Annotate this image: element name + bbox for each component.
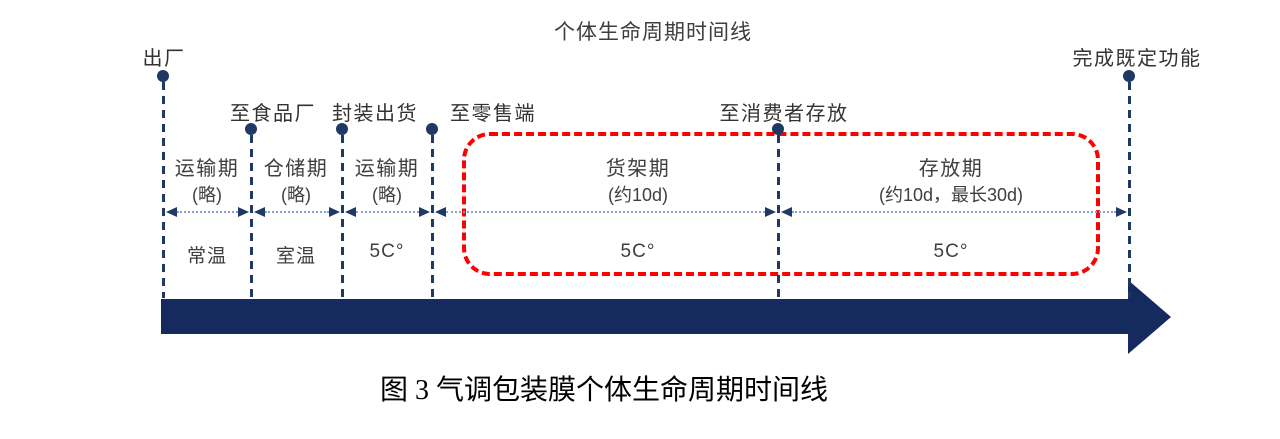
milestone-label: 完成既定功能 (1072, 48, 1202, 70)
dotted-line (446, 211, 765, 213)
milestone-line (340, 135, 344, 298)
milestone-line (249, 135, 253, 298)
milestone-line (776, 135, 780, 298)
duration-arrow (345, 206, 430, 218)
dotted-line (177, 211, 238, 213)
arrowhead-right-icon (419, 207, 430, 217)
phase-label: 运输期 (354, 158, 420, 180)
arrowhead-left-icon (781, 207, 792, 217)
phase-duration-note: (略) (372, 185, 402, 205)
arrowhead-right-icon (238, 207, 249, 217)
temperature-label: 5C° (933, 241, 969, 262)
arrowhead-left-icon (254, 207, 265, 217)
milestone-dot-icon (1123, 70, 1135, 82)
phase-label: 仓储期 (263, 158, 329, 180)
milestone-dot-icon (772, 123, 784, 135)
diagram-title: 个体生命周期时间线 (554, 21, 752, 44)
milestone-line (161, 82, 165, 298)
arrowhead-right-icon (329, 207, 340, 217)
dotted-line (265, 211, 329, 213)
milestone-line (1127, 82, 1131, 298)
timeline-arrow-body (161, 299, 1128, 334)
dotted-line (792, 211, 1116, 213)
arrowhead-right-icon (1116, 207, 1127, 217)
timeline-arrow-head-icon (1128, 280, 1171, 354)
phase-label: 运输期 (174, 158, 240, 180)
arrowhead-right-icon (765, 207, 776, 217)
duration-arrow (254, 206, 340, 218)
temperature-label: 5C° (369, 241, 405, 262)
milestone-dot-icon (336, 123, 348, 135)
arrowhead-left-icon (166, 207, 177, 217)
arrowhead-left-icon (345, 207, 356, 217)
figure-caption: 图 3 气调包装膜个体生命周期时间线 (379, 375, 829, 406)
duration-arrow (435, 206, 776, 218)
milestone-line (430, 135, 434, 298)
phase-label: 货架期 (605, 158, 671, 180)
phase-duration-note: (约10d，最长30d) (878, 185, 1024, 205)
phase-duration-note: (略) (192, 185, 222, 205)
milestone-label: 至消费者存放 (719, 103, 849, 125)
phase-duration-note: (约10d) (607, 185, 669, 205)
temperature-label: 5C° (620, 241, 656, 262)
temperature-label: 室温 (275, 246, 317, 267)
phase-label: 存放期 (918, 158, 984, 180)
milestone-dot-icon (245, 123, 257, 135)
milestone-label: 至零售端 (450, 103, 536, 125)
milestone-label: 出厂 (142, 48, 186, 70)
milestone-dot-icon (426, 123, 438, 135)
milestone-dot-icon (157, 70, 169, 82)
milestone-label: 封装出货 (332, 103, 418, 125)
duration-arrow (166, 206, 249, 218)
duration-arrow (781, 206, 1127, 218)
phase-duration-note: (略) (281, 185, 311, 205)
temperature-label: 常温 (186, 246, 228, 267)
dotted-line (356, 211, 419, 213)
arrowhead-left-icon (435, 207, 446, 217)
milestone-label: 至食品厂 (230, 103, 316, 125)
